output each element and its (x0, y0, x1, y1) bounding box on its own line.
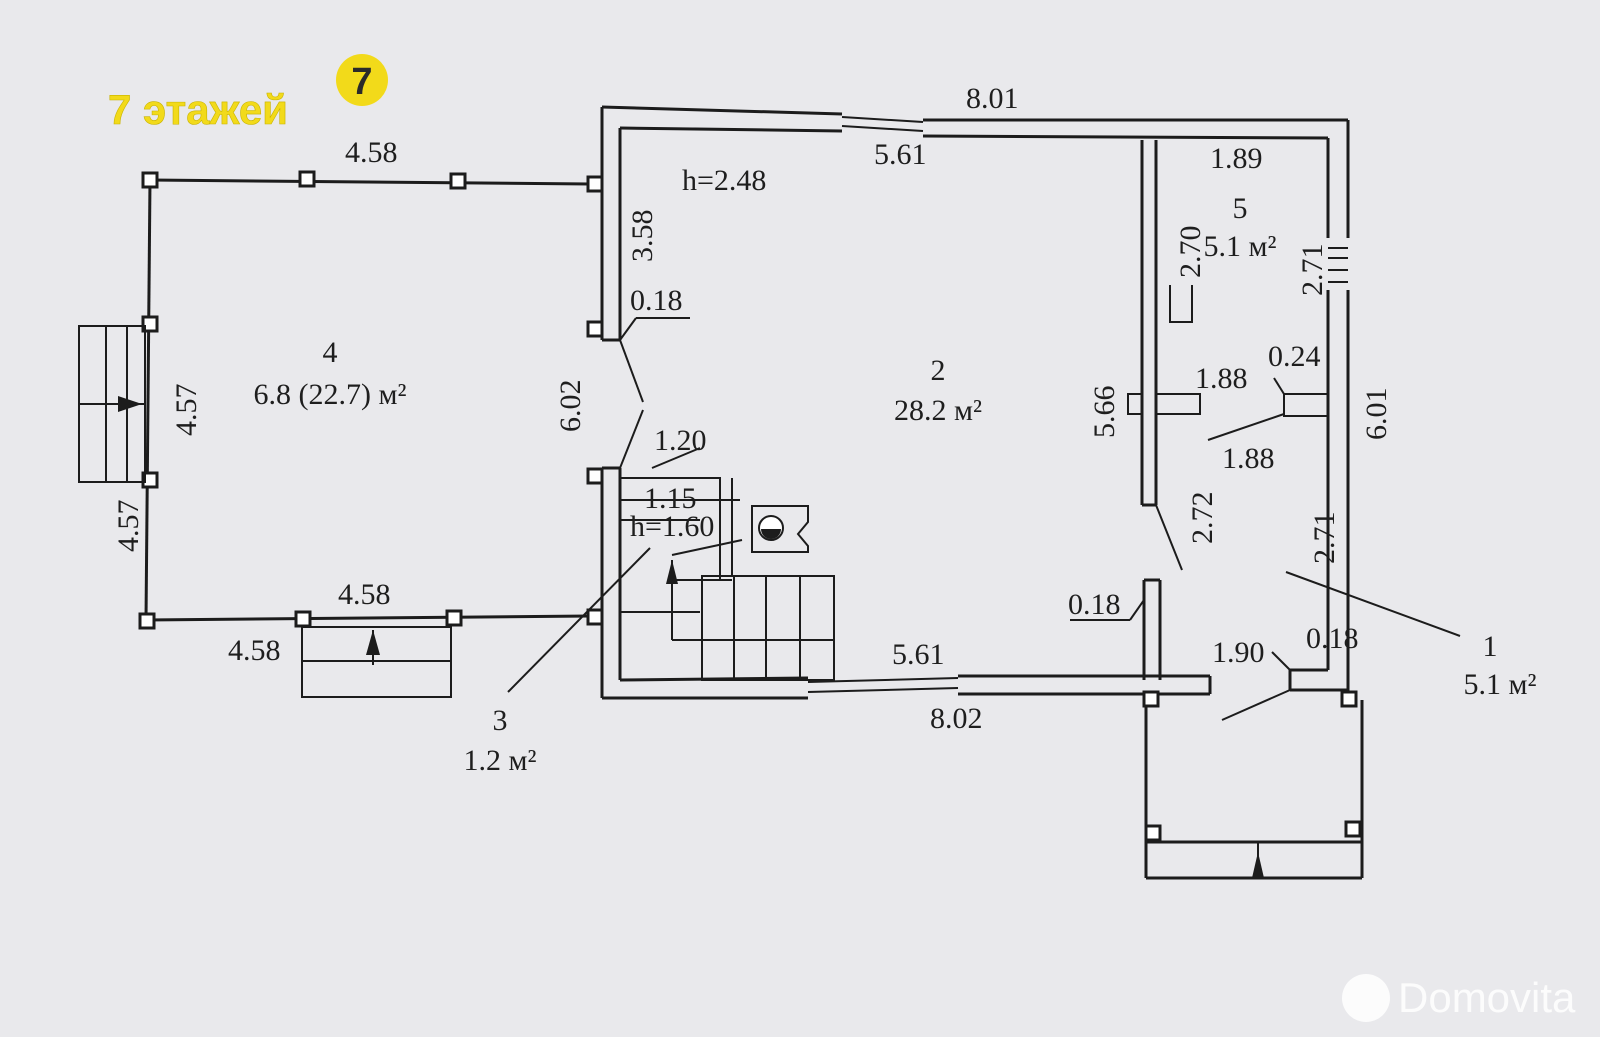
dim-inner-wall: 5.66 (1088, 386, 1121, 439)
dim-wall-thick-mid: 0.18 (1068, 588, 1121, 621)
dim-right-window: 2.71 (1296, 244, 1329, 297)
dim-stair-width: 1.20 (654, 424, 707, 457)
agency-logo-digit: 7 (351, 61, 372, 103)
room-1-area: 5.1 м² (1464, 668, 1537, 701)
bottom-entry-steps (301, 626, 452, 698)
room-labels: 1 5.1 м² 2 28.2 м² 3 1.2 м² 4 6.8 (22.7)… (254, 192, 1537, 777)
dim-window-top: 5.61 (874, 138, 927, 171)
room-1-number: 1 (1483, 630, 1498, 663)
agency-name: 7 этажей (108, 86, 288, 133)
agency-logo-icon (336, 54, 388, 106)
porch (1142, 690, 1364, 880)
dim-wall-thick-left: 0.18 (630, 284, 683, 317)
height-main: h=2.48 (682, 164, 766, 197)
dim-bottom-right: 1.90 (1212, 636, 1265, 669)
dim-room5-top: 1.89 (1210, 142, 1263, 175)
dim-right-lower: 2.71 (1308, 512, 1341, 565)
agency-branding: 7 этажей 7 (108, 54, 388, 133)
room-3-number: 3 (493, 704, 508, 737)
staircase (620, 477, 835, 681)
watermark: Domovita (1342, 974, 1576, 1022)
dim-partition-thick: 0.24 (1268, 340, 1321, 373)
room-5-area: 5.1 м² (1204, 230, 1277, 263)
terrace (138, 170, 604, 630)
room-2-area: 28.2 м² (894, 394, 982, 427)
dim-terrace-bottom: 4.58 (338, 578, 391, 611)
dim-terrace-top: 4.58 (345, 136, 398, 169)
room-3-area: 1.2 м² (464, 744, 537, 777)
dim-terrace-outer-left: 4.57 (112, 500, 145, 553)
dim-terrace-left: 4.57 (170, 384, 203, 437)
dim-terrace-outer-bottom: 4.58 (228, 634, 281, 667)
dim-right-wall: 6.01 (1360, 388, 1393, 441)
room-4-number: 4 (323, 336, 338, 369)
height-labels: h=2.48 h=1.60 (630, 164, 766, 543)
dimension-labels: 8.01 5.61 1.89 2.70 2.71 6.01 1.88 1.88 … (112, 82, 1393, 735)
dim-inner-opening: 2.72 (1186, 492, 1219, 545)
dim-left-wall: 6.02 (554, 380, 587, 433)
dim-room5-wall: 2.70 (1174, 226, 1207, 279)
watermark-logo-icon (1342, 974, 1390, 1022)
height-stair: h=1.60 (630, 510, 714, 543)
leader-lines (507, 317, 1461, 693)
watermark-text: Domovita (1398, 974, 1576, 1021)
dim-stair-step: 1.15 (644, 482, 697, 515)
dim-main-top: 8.01 (966, 82, 1019, 115)
dim-left-upper: 3.58 (626, 210, 659, 263)
dim-window-bottom: 5.61 (892, 638, 945, 671)
stove-symbol (751, 505, 809, 553)
room-4-area: 6.8 (22.7) м² (254, 378, 407, 411)
dim-partition-b: 1.88 (1222, 442, 1275, 475)
room-5-number: 5 (1233, 192, 1248, 225)
room-2-number: 2 (931, 354, 946, 387)
left-entry-steps (78, 325, 146, 483)
dim-wall-thick-right: 0.18 (1306, 622, 1359, 655)
dim-partition-a: 1.88 (1195, 362, 1248, 395)
dim-main-bottom: 8.02 (930, 702, 983, 735)
